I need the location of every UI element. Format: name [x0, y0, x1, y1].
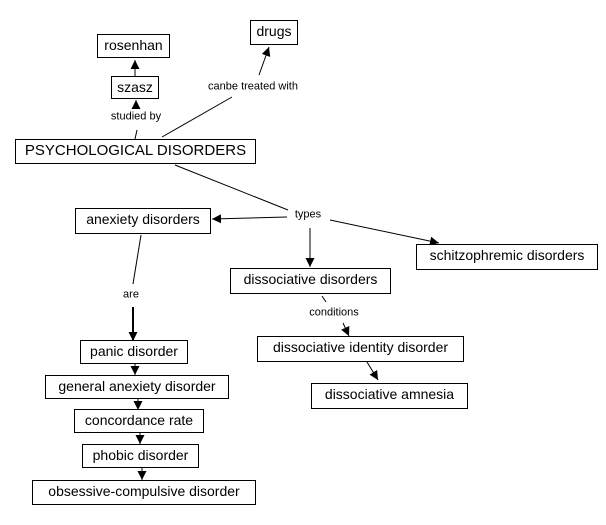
node-general-anxiety-disorder[interactable]: general anexiety disorder [45, 375, 229, 399]
node-rosenhan[interactable]: rosenhan [97, 34, 170, 58]
link-label-canbe-treated-with: canbe treated with [206, 80, 300, 94]
node-dissociative-amnesia[interactable]: dissociative amnesia [311, 383, 468, 409]
link-label-types: types [292, 208, 324, 222]
edge-psych-to-studied-by [134, 129, 138, 140]
node-anxiety-disorders[interactable]: anexiety disorders [75, 208, 211, 234]
node-dissociative-disorders[interactable]: dissociative disorders [230, 268, 391, 294]
node-phobic-disorder[interactable]: phobic disorder [82, 444, 199, 468]
node-psychological-disorders[interactable]: PSYCHOLOGICAL DISORDERS [15, 139, 256, 164]
edge-canbe-to-drugs [258, 46, 271, 76]
edge-did-to-amnesia [366, 361, 379, 381]
node-concordance-rate[interactable]: concordance rate [74, 409, 204, 433]
link-label-conditions: conditions [307, 306, 361, 320]
edge-types-to-anxiety [211, 214, 288, 224]
node-obsessive-compulsive-disorder[interactable]: obsessive-compulsive disorder [32, 480, 256, 505]
node-drugs[interactable]: drugs [250, 20, 298, 45]
edge-conditions-to-did [341, 322, 350, 337]
edge-types-to-schizo [329, 219, 440, 246]
link-label-are: are [121, 288, 141, 302]
edge-dissociative-to-conditions [321, 295, 327, 303]
edge-psych-to-canbe [161, 96, 233, 138]
node-szasz[interactable]: szasz [111, 76, 159, 99]
node-panic-disorder[interactable]: panic disorder [80, 340, 188, 364]
link-label-studied-by: studied by [108, 110, 164, 124]
edge-anxiety-to-are [132, 234, 142, 285]
node-dissociative-identity-disorder[interactable]: dissociative identity disorder [257, 336, 464, 362]
edge-psych-to-types [174, 164, 289, 211]
node-schizophrenic-disorders[interactable]: schitzophremic disorders [416, 244, 598, 270]
